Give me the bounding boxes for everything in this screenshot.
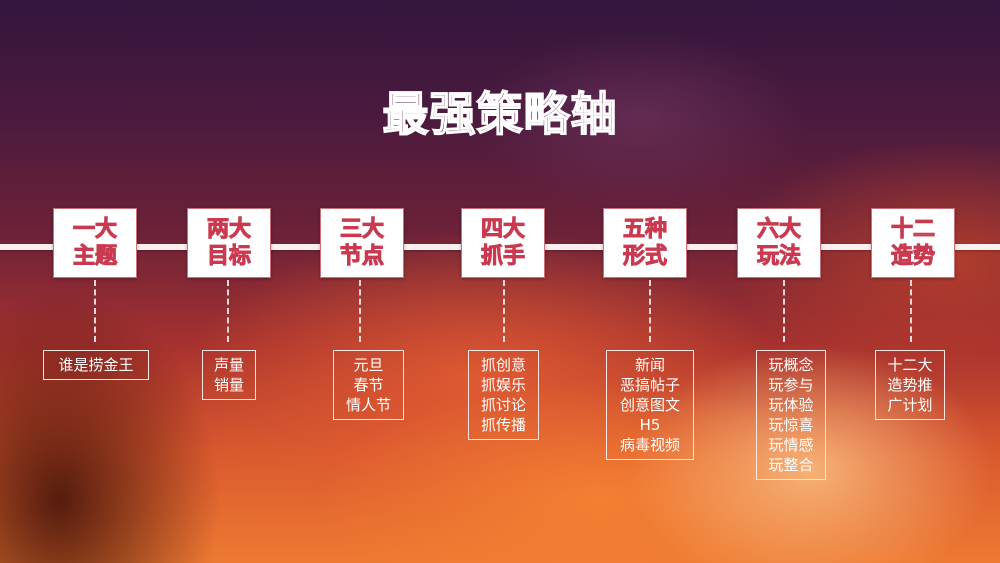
- node-label: 一大主题: [72, 217, 117, 270]
- connector-dashed-line: [94, 280, 96, 342]
- timeline-node-theme: 一大主题: [53, 208, 137, 278]
- timeline-node-momentum: 十二造势: [871, 208, 955, 278]
- timeline-node-goals: 两大目标: [187, 208, 271, 278]
- node-label: 五种形式: [622, 217, 667, 270]
- detail-box-goals: 声量 销量: [202, 350, 256, 400]
- detail-box-formats: 新闻 恶搞帖子 创意图文 H5 病毒视频: [606, 350, 694, 460]
- connector-dashed-line: [783, 280, 785, 342]
- connector-dashed-line: [910, 280, 912, 342]
- node-label: 三大节点: [339, 217, 384, 270]
- node-label: 十二造势: [890, 217, 935, 270]
- timeline-node-holidays: 三大节点: [320, 208, 404, 278]
- detail-box-levers: 抓创意 抓娱乐 抓讨论 抓传播: [468, 350, 539, 440]
- timeline-node-levers: 四大抓手: [461, 208, 545, 278]
- timeline-node-formats: 五种形式: [603, 208, 687, 278]
- detail-box-momentum: 十二大 造势推 广计划: [875, 350, 945, 420]
- connector-dashed-line: [503, 280, 505, 342]
- detail-box-theme: 谁是捞金王: [43, 350, 149, 380]
- connector-dashed-line: [227, 280, 229, 342]
- detail-box-plays: 玩概念 玩参与 玩体验 玩惊喜 玩情感 玩整合: [756, 350, 826, 480]
- node-label: 四大抓手: [480, 217, 525, 270]
- connector-dashed-line: [649, 280, 651, 342]
- page-title: 最强策略轴: [382, 86, 618, 142]
- connector-dashed-line: [359, 280, 361, 342]
- node-label: 六大玩法: [756, 217, 801, 270]
- timeline-node-plays: 六大玩法: [737, 208, 821, 278]
- node-label: 两大目标: [206, 217, 251, 270]
- detail-box-holidays: 元旦 春节 情人节: [333, 350, 404, 420]
